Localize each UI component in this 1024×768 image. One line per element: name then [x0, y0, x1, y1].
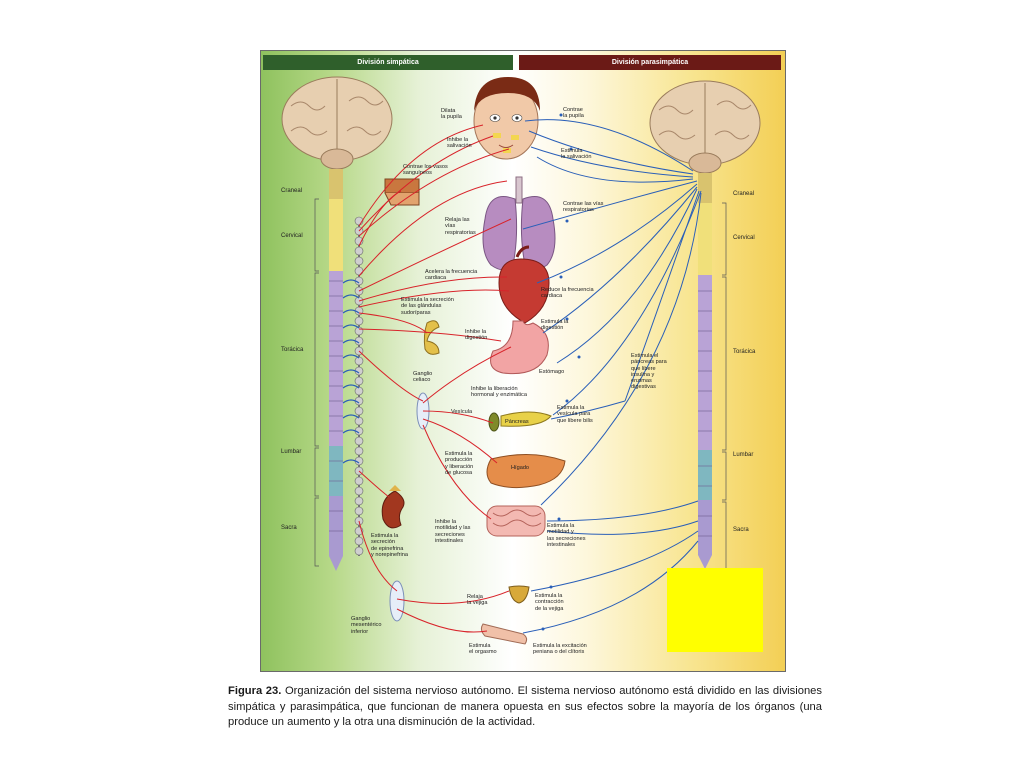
left-brain: [281, 76, 393, 170]
face: [473, 77, 540, 160]
label-reduce-frecuencia: Reduce la frecuencia cardiaca: [541, 287, 594, 300]
heart: [498, 245, 550, 324]
highlight-box: [667, 568, 763, 652]
bladder: [508, 585, 530, 604]
label-ganglio-celiaco: Ganglio celiaco: [413, 371, 433, 384]
caption-text: Organización del sistema nervioso autóno…: [228, 685, 822, 728]
lungs: [482, 176, 556, 271]
label-inhibe-liberacion: Inhibe la liberación hormonal y enzimáti…: [471, 386, 527, 399]
segment-label-right-cervical: Cervical: [733, 235, 755, 241]
segment-label-left-lumbar: Lumbar: [281, 449, 302, 455]
intestines: [486, 505, 546, 537]
segment-label-left-cervical: Cervical: [281, 233, 303, 239]
label-contrae-vasos: Contrae los vasos sanguíneos: [403, 164, 448, 177]
adrenal-kidney: [381, 485, 405, 529]
figure-caption: Figura 23. Organización del sistema nerv…: [228, 684, 822, 731]
label-vesicula: Vesícula: [451, 409, 473, 415]
label-inhibe-motilidad: Inhibe la motilidad y las secreciones in…: [435, 519, 471, 544]
label-higado: Hígado: [511, 465, 530, 471]
segment-label-right-lumbar: Lumbar: [733, 452, 754, 458]
parasympathetic-nerves: [522, 119, 702, 634]
label-estomago: Estómago: [539, 369, 565, 375]
caption-figure-number: Figura 23.: [228, 685, 282, 697]
right-brain: [649, 80, 761, 174]
label-contrae-vias: Contrae las vías respiratorias: [563, 201, 604, 214]
segment-label-right-cranial: Craneal: [733, 191, 755, 197]
liver: [486, 453, 566, 489]
label-estimula-produccion: Estimula la producción y liberación de g…: [445, 451, 474, 476]
gallbladder: [488, 411, 552, 432]
label-dilata-pupila: Dilata la pupila: [441, 108, 462, 121]
label-estimula-epinefrina: Estimula la secreción de epinefrina y no…: [371, 533, 409, 558]
parasympathetic-ganglia-dots: [541, 113, 581, 631]
label-inhibe-digestion: Inhibe la digestión: [465, 329, 488, 342]
sympathetic-chain: [342, 216, 364, 556]
label-pancreas: Páncreas: [505, 419, 529, 425]
left-spinal-cord: [314, 169, 343, 571]
sympathetic-nerves: [358, 124, 512, 633]
label-inhibe-salivacion: Inhibe la salivación: [447, 137, 472, 150]
label-estimula-motilidad: Estimula la motilidad y las secreciones …: [547, 523, 586, 548]
autonomic-nervous-system-figure: División simpática División parasimpátic…: [260, 50, 786, 672]
label-estimula-orgasmo: Estimula el orgasmo: [469, 643, 497, 656]
segment-label-right-sacral: Sacra: [733, 527, 749, 533]
label-relaja-vias: Relaja las vías respiratorias: [445, 217, 476, 236]
segment-label-left-thoracic: Torácica: [281, 347, 304, 353]
label-estimula-pancreas: Estimula el páncreas para que libere ins…: [631, 353, 667, 391]
segment-label-left-cranial: Craneal: [281, 188, 303, 194]
stomach: [490, 320, 549, 375]
diagram-illustration: [281, 76, 761, 645]
label-estimula-excitacion: Estimula la excitación peniana o del clí…: [533, 643, 587, 656]
right-spinal-cord: [698, 173, 727, 570]
segment-label-right-thoracic: Torácica: [733, 349, 756, 355]
label-estimula-salivacion: Estimula la salivación: [561, 148, 592, 161]
label-estimula-glandulas: Estimula la secreción de las glándulas s…: [401, 297, 454, 316]
reproductive-organ: [480, 623, 528, 645]
label-contrae-pupila: Contrae la pupila: [563, 107, 584, 120]
label-estimula-digestion: Estimula la digestión: [541, 319, 569, 332]
sympathetic-header: División simpática: [263, 55, 513, 70]
label-estimula-contraccion: Estimula la contracción de la vejiga: [535, 593, 564, 612]
label-acelera-frecuencia: Acelera la frecuencia cardiaca: [425, 269, 478, 282]
label-ganglio-mesenterico: Ganglio mesentérico inferior: [351, 616, 382, 635]
parasympathetic-header: División parasimpática: [519, 55, 781, 70]
label-relaja-vejiga: Relaja la vejiga: [467, 594, 488, 607]
label-estimula-vesicula: Estimula la vesícula para que libere bil…: [557, 405, 593, 424]
sweat-gland: [423, 320, 440, 355]
segment-label-left-sacral: Sacra: [281, 525, 297, 531]
